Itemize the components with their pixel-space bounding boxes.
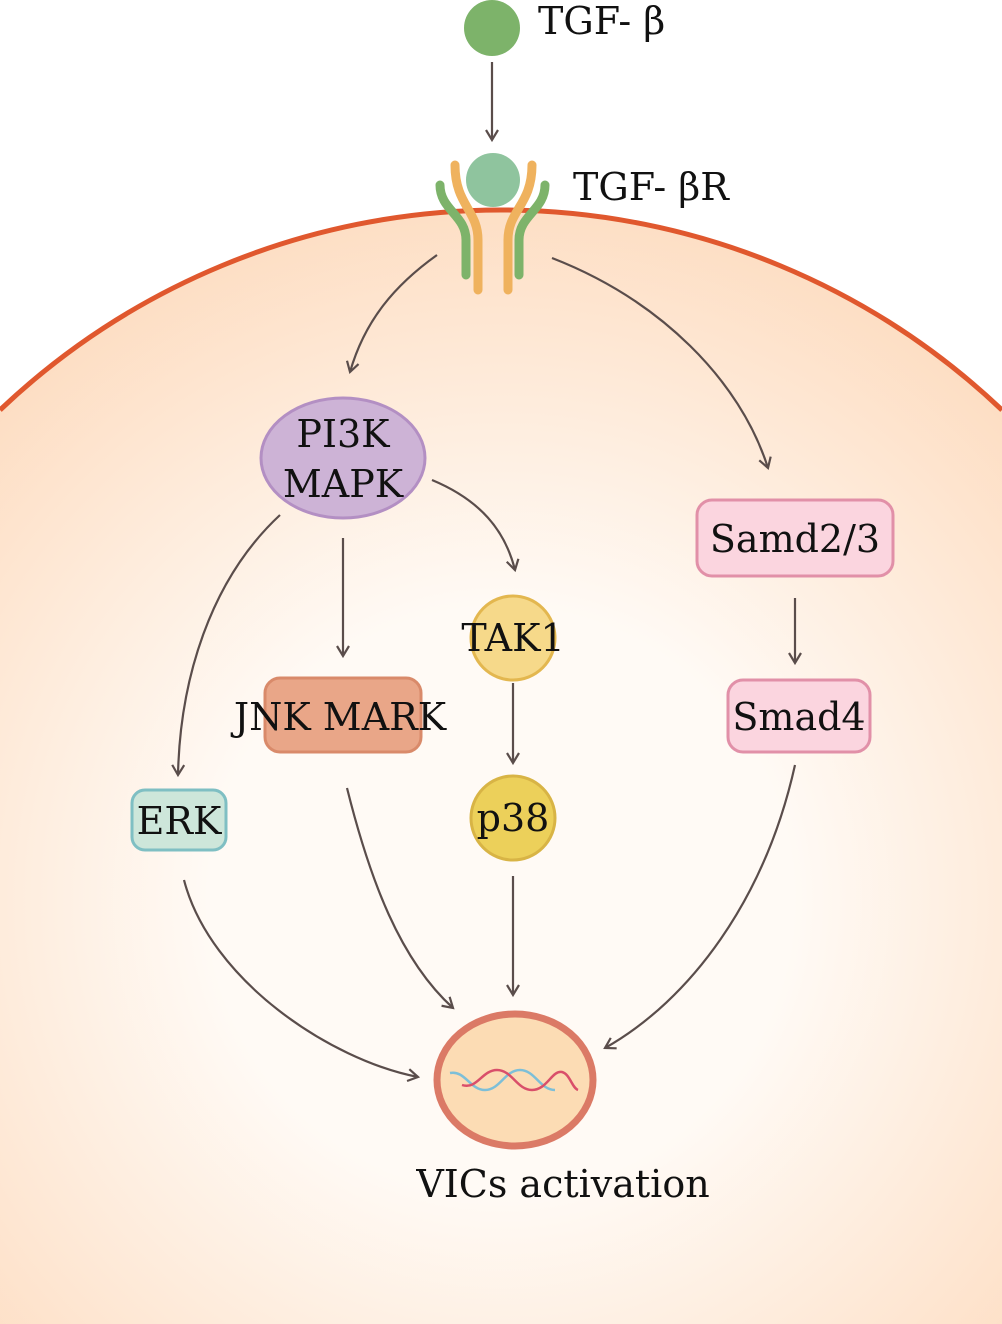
smad4-label: Smad4 — [732, 695, 865, 739]
dna-strand-red — [461, 1068, 579, 1092]
cell-cytoplasm — [0, 209, 1002, 1324]
dna-strand-blue — [449, 1068, 556, 1092]
node-jnk-mark: JNK MARK — [230, 676, 447, 754]
erk-label: ERK — [137, 799, 222, 843]
pi3k-label: PI3K — [296, 412, 390, 456]
node-p38: p38 — [469, 774, 557, 862]
arrow-jnk-nucleus — [345, 787, 455, 1010]
p38-label: p38 — [477, 796, 550, 840]
samd2-3-label: Samd2/3 — [710, 517, 880, 561]
arrow-smad4-nucleus — [603, 764, 797, 1050]
node-tak1: TAK1 — [461, 594, 565, 682]
node-erk: ERK — [130, 788, 228, 852]
arrow-receptor-pi3k — [345, 254, 438, 375]
mapk-label: MAPK — [283, 462, 404, 506]
arrow-receptor-samd — [551, 256, 772, 471]
node-smad4: Smad4 — [726, 678, 872, 754]
arrow-pi3k-erk — [171, 514, 281, 778]
bound-ligand — [466, 153, 520, 207]
cell-membrane — [0, 207, 1002, 412]
arrow-pi3k-tak1 — [431, 478, 520, 573]
arrow-erk-nucleus — [182, 879, 421, 1083]
jnk-mark-label: JNK MARK — [230, 695, 447, 739]
tgf-beta-receptor — [435, 160, 550, 295]
tgf-beta-label: TGF- β — [538, 0, 665, 43]
tak1-label: TAK1 — [461, 616, 564, 660]
node-samd2-3: Samd2/3 — [695, 498, 895, 578]
nucleus — [433, 1010, 597, 1150]
node-pi3k-mapk: PI3K MAPK — [259, 396, 427, 520]
tgf-beta-ligand — [464, 0, 520, 56]
tgf-beta-receptor-label: TGF- βR — [573, 165, 730, 209]
vics-activation-label: VICs activation — [415, 1162, 709, 1206]
